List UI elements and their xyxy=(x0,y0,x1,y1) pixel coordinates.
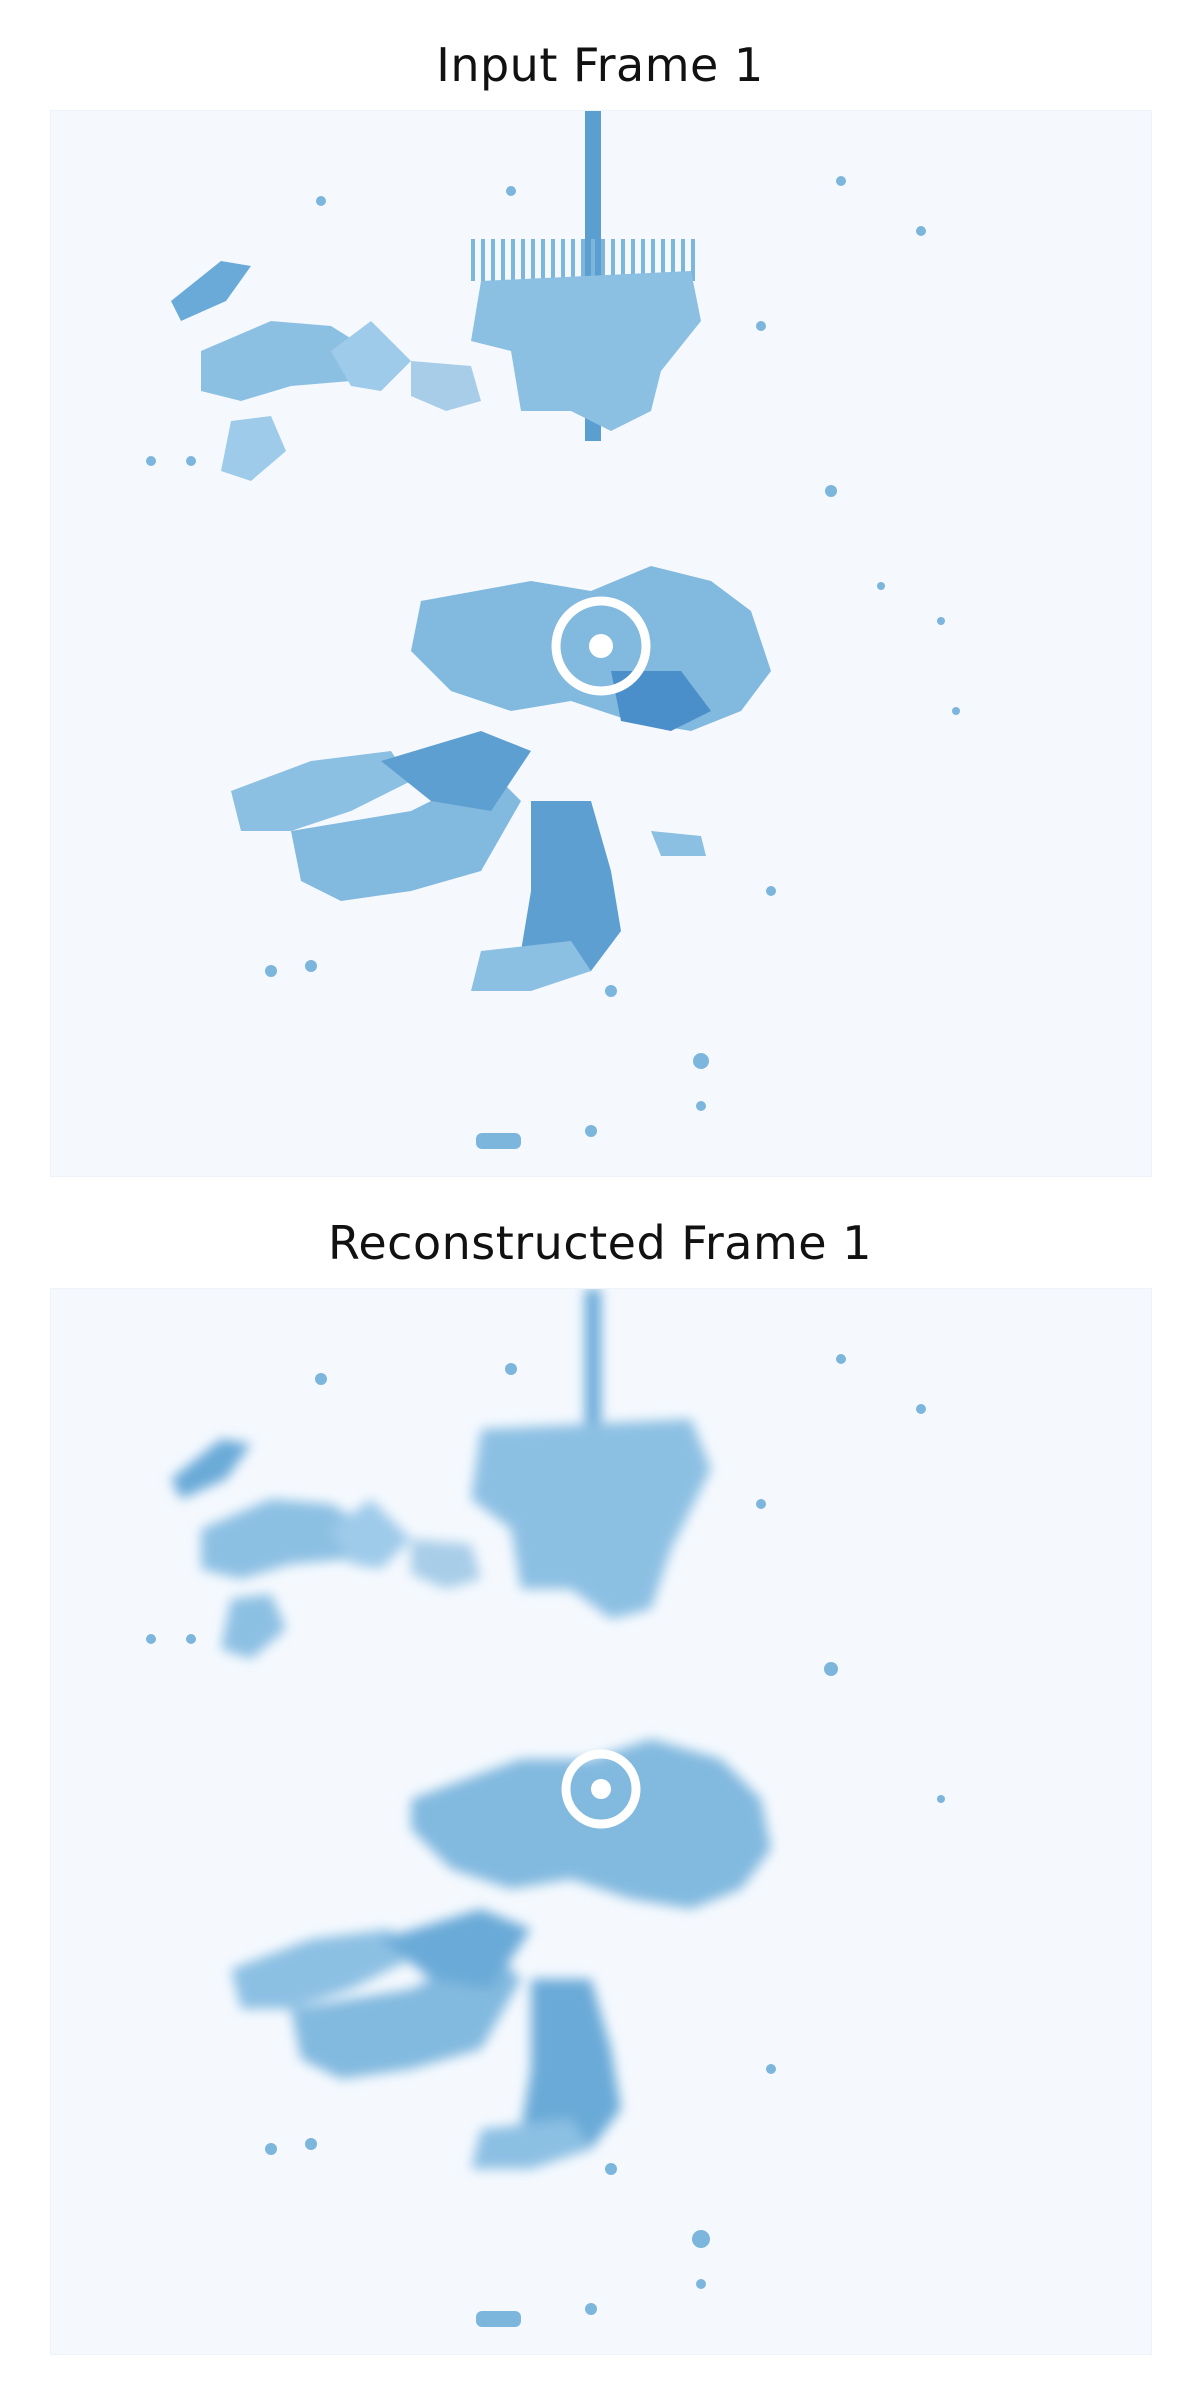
ring-outer xyxy=(551,596,651,696)
reconstructed-frame-image xyxy=(50,1288,1152,2355)
echo-upper-mid-5 xyxy=(411,361,481,411)
panel-title-input: Input Frame 1 xyxy=(436,38,764,92)
echo-center-dark xyxy=(611,671,711,731)
echo-right-spot xyxy=(651,831,706,856)
echo-lower-tail xyxy=(471,941,591,991)
ring-outer-blur xyxy=(561,1749,641,1829)
echo-upper-left-1 xyxy=(171,261,251,321)
panel-title-reconstructed: Reconstructed Frame 1 xyxy=(327,1216,872,1270)
echo-lower-mid xyxy=(381,731,531,811)
reconstructed-radar-svg xyxy=(146,1289,945,2327)
echo-top-center xyxy=(471,271,701,431)
input-frame-image xyxy=(50,110,1152,1177)
echo-upper-left-3 xyxy=(221,416,286,481)
echo-top-center-blur xyxy=(471,1419,711,1619)
echo-upper-left-4 xyxy=(331,321,411,391)
input-radar-svg xyxy=(146,111,960,1149)
ring-inner xyxy=(589,634,613,658)
radar-beam-blur xyxy=(585,1289,601,1439)
echo-upper-left-2 xyxy=(201,321,371,401)
echo-lower-center xyxy=(521,801,621,981)
echo-arm-left xyxy=(231,751,411,831)
